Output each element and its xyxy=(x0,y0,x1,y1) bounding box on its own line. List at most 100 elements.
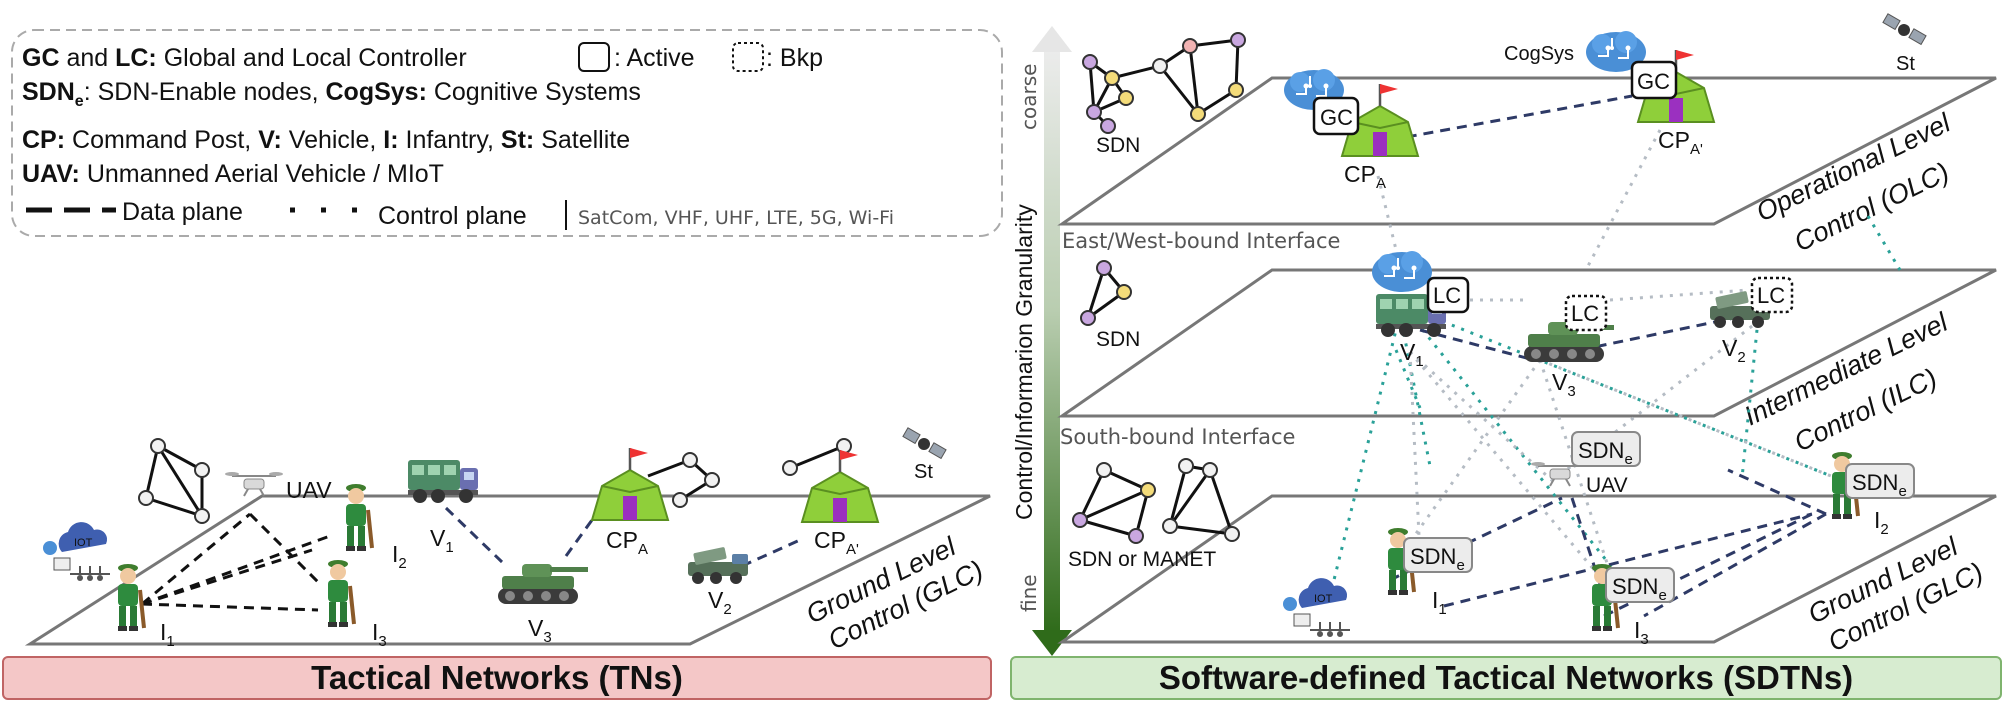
legend-data-plane: Data plane xyxy=(122,198,243,226)
olc-cpa-label: CPA xyxy=(1344,161,1386,192)
tactical-networks-banner: Tactical Networks (TNs) xyxy=(2,656,992,700)
olc-gc-label-a: GC xyxy=(1320,105,1353,130)
legend-sdn-desc: : SDN-Enable nodes, xyxy=(84,78,326,106)
ew-interface-label: East/West-bound Interface xyxy=(1062,229,1340,253)
axis-title: Control/Informarion Granularity xyxy=(1011,204,1037,520)
ilc-lc-label-bkp-b: LC xyxy=(1757,283,1785,308)
axis-fine-label: fine xyxy=(1017,574,1041,612)
ilc-v3-label: V3 xyxy=(1552,369,1576,400)
sdtn-banner: Software-defined Tactical Networks (SDTN… xyxy=(1010,656,2002,700)
legend-sdn: SDN xyxy=(22,78,75,106)
right-satellite-icon xyxy=(1882,13,1927,45)
legend-v-desc: Vehicle, xyxy=(282,126,383,154)
left-v3-label: V3 xyxy=(528,615,552,646)
legend-control-plane: Control plane xyxy=(378,202,527,230)
right-sdn-top-label: SDN xyxy=(1096,134,1140,157)
ilc-lc-backup-box-a xyxy=(1564,294,1608,332)
right-sdn-manet-label: SDN or MANET xyxy=(1068,548,1216,571)
glc-i2-sdne-label: SDNe xyxy=(1852,470,1907,500)
left-v1-label: V1 xyxy=(430,525,454,556)
glc-i3-sdne-label: SDNe xyxy=(1612,574,1667,604)
legend-st-desc: Satellite xyxy=(534,126,630,154)
legend: GC and LC: Global and Local Controller :… xyxy=(22,42,894,230)
right-sdn-mid-label: SDN xyxy=(1096,328,1140,351)
right-sdn-network-mid xyxy=(1080,260,1132,326)
legend-cogsys: CogSys: xyxy=(326,78,427,106)
olc-gc-active-box xyxy=(1312,96,1360,136)
legend-uav: UAV: xyxy=(22,160,80,188)
left-v2-label: V2 xyxy=(708,587,732,618)
legend-links: SatCom, VHF, UHF, LTE, 5G, Wi-Fi xyxy=(578,207,894,229)
legend-uav-desc: Unmanned Aerial Vehicle / MIoT xyxy=(80,160,444,188)
sb-interface-label: South-bound Interface xyxy=(1060,425,1295,449)
legend-cp: CP: xyxy=(22,126,65,154)
olc-gc-label-b: GC xyxy=(1637,69,1670,94)
svg-text:GC and LC: Global and Local Co: GC and LC: Global and Local Controller xyxy=(22,44,467,72)
left-iot-icon xyxy=(42,521,111,582)
glc-i2-label: I2 xyxy=(1874,507,1889,538)
backup-box-icon xyxy=(732,42,764,72)
left-data-links xyxy=(141,512,331,612)
glc-i1-sdne-label: SDNe xyxy=(1410,544,1465,574)
svg-text:UAV: Unmanned Aerial Vehicle /: UAV: Unmanned Aerial Vehicle / MIoT xyxy=(22,160,444,188)
left-st-label: St xyxy=(914,461,933,483)
glc-i3-sdne-box xyxy=(1605,567,1675,603)
svg-text:SDNe: SDN-Enable nodes, CogSys: SDNe: SDN-Enable nodes, CogSys: Cognitiv… xyxy=(22,78,641,110)
legend-box xyxy=(11,29,1003,237)
glc-i3-label: I3 xyxy=(1634,617,1649,648)
active-box-icon xyxy=(578,42,610,72)
left-network-cpa xyxy=(647,452,720,508)
left-cpa-label: CPA xyxy=(606,527,648,558)
legend-lc: LC: xyxy=(115,44,157,72)
right-panel: Operational Level Control (OLC) Intermed… xyxy=(1057,13,1997,657)
legend-i-desc: Infantry, xyxy=(399,126,501,154)
ilc-v1-label: V1 xyxy=(1400,339,1424,370)
right-control-links xyxy=(1328,215,1902,597)
legend-sdn-sub: e xyxy=(75,93,84,110)
svg-text:CP: Command Post, V: Vehicle,: CP: Command Post, V: Vehicle, I: Infantr… xyxy=(22,126,630,154)
legend-cogsys-desc: Cognitive Systems xyxy=(427,78,641,106)
ilc-cogsys-brain-icon xyxy=(1371,250,1433,293)
left-uav-drone-icon xyxy=(224,471,284,497)
legend-cp-desc: Command Post, xyxy=(65,126,258,154)
axis-coarse-label: coarse xyxy=(1017,64,1041,130)
legend-gc: GC xyxy=(22,44,60,72)
left-cpa2-label: CPA' xyxy=(814,527,859,558)
right-sdn-manet-network xyxy=(1072,458,1240,544)
left-i3-label: I3 xyxy=(372,619,387,650)
left-satellite-icon xyxy=(902,427,947,459)
glc-uav-label: UAV xyxy=(1586,474,1628,497)
granularity-axis: Control/Informarion Granularity coarse f… xyxy=(1011,26,1072,656)
ilc-v2-label: V2 xyxy=(1722,335,1746,366)
left-v1-truck-icon xyxy=(408,460,478,503)
left-cpa-tent-icon xyxy=(590,446,670,522)
left-i1-label: I1 xyxy=(160,619,175,650)
legend-st: St: xyxy=(501,126,534,154)
left-iot-label: IOT xyxy=(74,537,93,549)
olc-plane xyxy=(1057,76,1997,226)
left-uav-label: UAV xyxy=(286,477,332,503)
legend-v: V: xyxy=(258,126,282,154)
ilc-lc-active-box xyxy=(1426,276,1470,314)
olc-gc-active-box-b xyxy=(1630,60,1678,100)
left-network-cpa2 xyxy=(782,438,852,476)
glc-i2-sdne-box xyxy=(1845,463,1915,499)
left-cpa2-tent-icon xyxy=(800,448,880,524)
glc-iot-label: IOT xyxy=(1314,593,1333,605)
ilc-lc-backup-box-b xyxy=(1750,276,1794,314)
left-i2-label: I2 xyxy=(392,541,407,572)
olc-cpa2-label: CPA' xyxy=(1658,127,1703,158)
glc-uav-sdne-label: SDNe xyxy=(1578,438,1633,468)
olc-cogsys-label: CogSys xyxy=(1504,43,1574,65)
ilc-lc-label-bkp-a: LC xyxy=(1571,301,1599,326)
left-data-links-navy xyxy=(444,506,801,568)
legend-active: : Active xyxy=(614,44,695,72)
legend-and: and xyxy=(60,44,116,72)
legend-bkp: : Bkp xyxy=(766,44,823,72)
ilc-lc-label-active: LC xyxy=(1433,283,1461,308)
right-sdn-network-top xyxy=(1082,32,1246,134)
legend-controller-desc: Global and Local Controller xyxy=(157,44,467,72)
glc-uav-sdne-box xyxy=(1571,431,1641,467)
left-panel: IOT I1 UAV I2 I3 V1 V3 CPA V2 CPA' St Gr… xyxy=(24,427,991,655)
